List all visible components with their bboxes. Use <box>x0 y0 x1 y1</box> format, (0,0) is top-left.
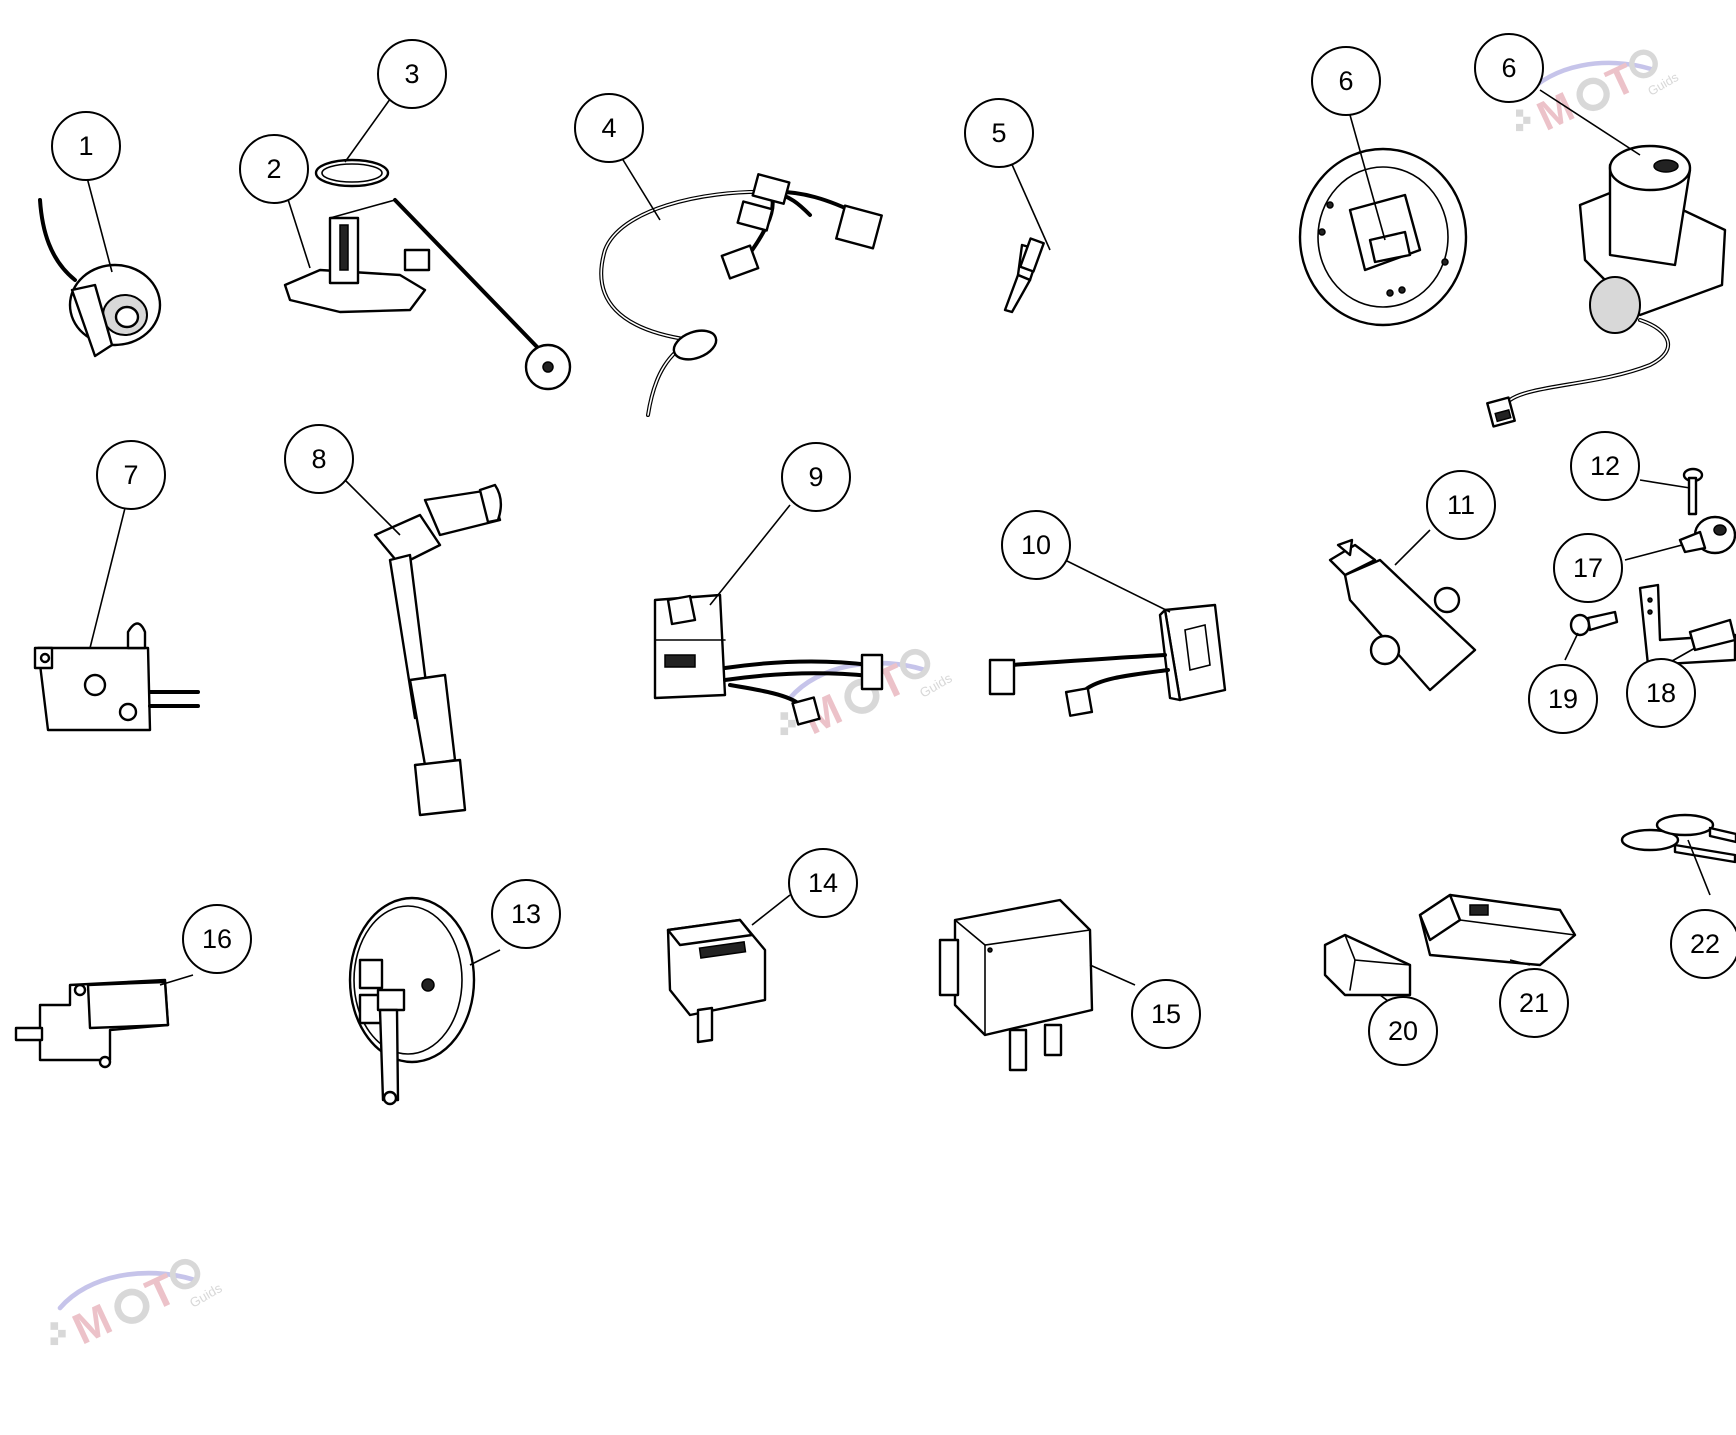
callout-3: 3 <box>377 39 447 109</box>
part-21-flasher <box>1418 893 1577 967</box>
callout-label: 11 <box>1447 490 1475 520</box>
callout-label: 9 <box>808 462 823 492</box>
part-1-sensor <box>38 198 162 358</box>
part-9-regulator <box>653 593 884 726</box>
part-7-switch <box>33 622 200 732</box>
part-13-horn <box>348 896 476 1106</box>
callout-6-ignition: 6 <box>1474 33 1544 103</box>
callout-13: 13 <box>491 879 561 949</box>
part-16-switch <box>14 978 170 1069</box>
part-3-o-ring <box>314 158 390 188</box>
callout-14: 14 <box>788 848 858 918</box>
callout-4: 4 <box>574 93 644 163</box>
callout-label: 14 <box>808 868 838 898</box>
callout-label: 13 <box>511 899 541 929</box>
callout-label: 16 <box>202 924 232 954</box>
part-15-relay-module <box>938 898 1094 1072</box>
callout-16: 16 <box>182 904 252 974</box>
part-10-module <box>988 603 1227 717</box>
callout-7: 7 <box>96 440 166 510</box>
part-22-keys <box>1620 813 1736 864</box>
callout-label: 17 <box>1573 553 1603 583</box>
callout-label: 6 <box>1338 66 1353 96</box>
watermark-bottom-left: Guids <box>51 1253 225 1355</box>
callout-label: 6 <box>1501 53 1516 83</box>
callout-label: 22 <box>1690 929 1720 959</box>
callout-label: 15 <box>1151 999 1181 1029</box>
callout-9: 9 <box>781 442 851 512</box>
callout-label: 18 <box>1646 678 1676 708</box>
callout-label: 12 <box>1590 451 1620 481</box>
part-11-brake-switch <box>1328 538 1477 692</box>
callout-label: 2 <box>266 154 281 184</box>
callout-17: 17 <box>1553 533 1623 603</box>
callout-8: 8 <box>284 424 354 494</box>
callout-12: 12 <box>1570 431 1640 501</box>
callout-label: 10 <box>1021 530 1051 560</box>
callout-label: 19 <box>1548 684 1578 714</box>
part-17-knob <box>1678 515 1736 555</box>
callout-label: 3 <box>404 59 419 89</box>
callout-10: 10 <box>1001 510 1071 580</box>
callout-22: 22 <box>1670 909 1736 979</box>
callout-label: 7 <box>123 460 138 490</box>
part-19-bolt <box>1569 610 1619 637</box>
part-20-cover <box>1323 933 1412 997</box>
part-12-screw <box>1682 467 1704 516</box>
callout-label: 1 <box>78 131 93 161</box>
leader-lines <box>84 89 1711 1011</box>
callout-6-fuel-cap: 6 <box>1311 46 1381 116</box>
callout-label: 21 <box>1519 988 1549 1018</box>
callout-19: 19 <box>1528 664 1598 734</box>
part-6-ignition-switch <box>1486 144 1727 428</box>
callout-20: 20 <box>1368 996 1438 1066</box>
part-2-fuel-sender <box>283 198 572 391</box>
callout-1: 1 <box>51 111 121 181</box>
callout-label: 8 <box>311 444 326 474</box>
callout-2: 2 <box>239 134 309 204</box>
part-14-relay <box>666 918 767 1044</box>
part-5-plug <box>1003 237 1045 314</box>
part-6-fuel-cap <box>1298 147 1468 327</box>
part-18-bracket <box>1638 583 1736 667</box>
callout-11: 11 <box>1426 470 1496 540</box>
callout-label: 5 <box>991 118 1006 148</box>
callout-label: 4 <box>601 113 616 143</box>
callout-21: 21 <box>1499 968 1569 1038</box>
part-8-sensor-lead <box>373 483 503 817</box>
callout-18: 18 <box>1626 658 1696 728</box>
callout-15: 15 <box>1131 979 1201 1049</box>
part-4-wire-harness <box>599 173 883 417</box>
callout-label: 20 <box>1388 1016 1418 1046</box>
callout-5: 5 <box>964 98 1034 168</box>
